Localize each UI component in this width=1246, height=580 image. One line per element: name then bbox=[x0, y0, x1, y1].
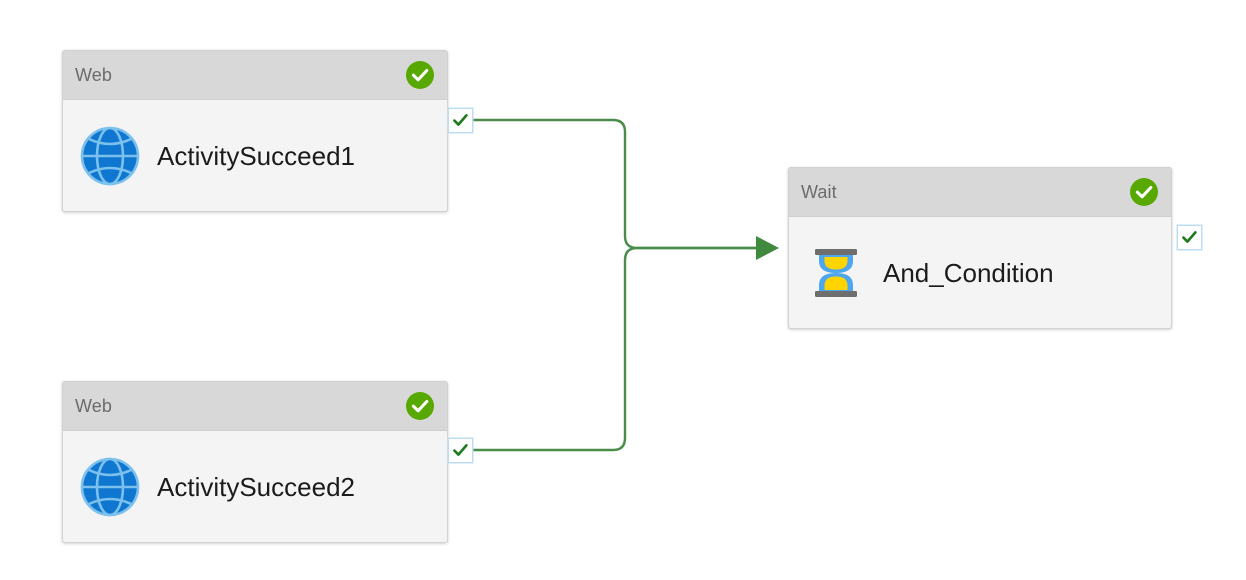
node-header: Web bbox=[63, 51, 447, 100]
success-check-circle-icon bbox=[406, 392, 434, 420]
edge-activity-succeed-2-to-and-condition bbox=[471, 246, 777, 452]
hourglass-icon bbox=[815, 249, 857, 297]
check-icon bbox=[453, 444, 468, 456]
node-header: Wait bbox=[789, 168, 1171, 217]
node-header: Web bbox=[63, 382, 447, 431]
node-body: And_Condition bbox=[789, 217, 1171, 329]
node-name-label: ActivitySucceed2 bbox=[157, 471, 355, 502]
node-name-label: And_Condition bbox=[883, 257, 1054, 288]
edge-activity-succeed-1-to-and-condition bbox=[471, 118, 777, 250]
output-port-activitysucceed2[interactable] bbox=[448, 438, 473, 463]
node-body: ActivitySucceed2 bbox=[63, 431, 447, 543]
node-type-label: Wait bbox=[801, 182, 837, 202]
edge-arrowhead bbox=[756, 236, 779, 260]
check-icon bbox=[1182, 231, 1197, 243]
success-check-circle-icon bbox=[1130, 178, 1158, 206]
success-check-circle-icon bbox=[406, 61, 434, 89]
node-type-label: Web bbox=[75, 396, 112, 416]
activity-node-web-activitysucceed1[interactable]: Web ActivitySucceed1 bbox=[62, 50, 448, 212]
node-name-label: ActivitySucceed1 bbox=[157, 140, 355, 171]
globe-icon bbox=[80, 457, 140, 517]
activity-node-web-activitysucceed2[interactable]: Web ActivitySucceed2 bbox=[62, 381, 448, 543]
globe-icon bbox=[80, 126, 140, 186]
output-port-activitysucceed1[interactable] bbox=[448, 108, 473, 133]
check-icon bbox=[453, 114, 468, 126]
node-type-label: Web bbox=[75, 65, 112, 85]
output-port-and-condition[interactable] bbox=[1177, 225, 1202, 250]
activity-node-wait-and-condition[interactable]: Wait And_Condition bbox=[788, 167, 1172, 329]
node-body: ActivitySucceed1 bbox=[63, 100, 447, 212]
